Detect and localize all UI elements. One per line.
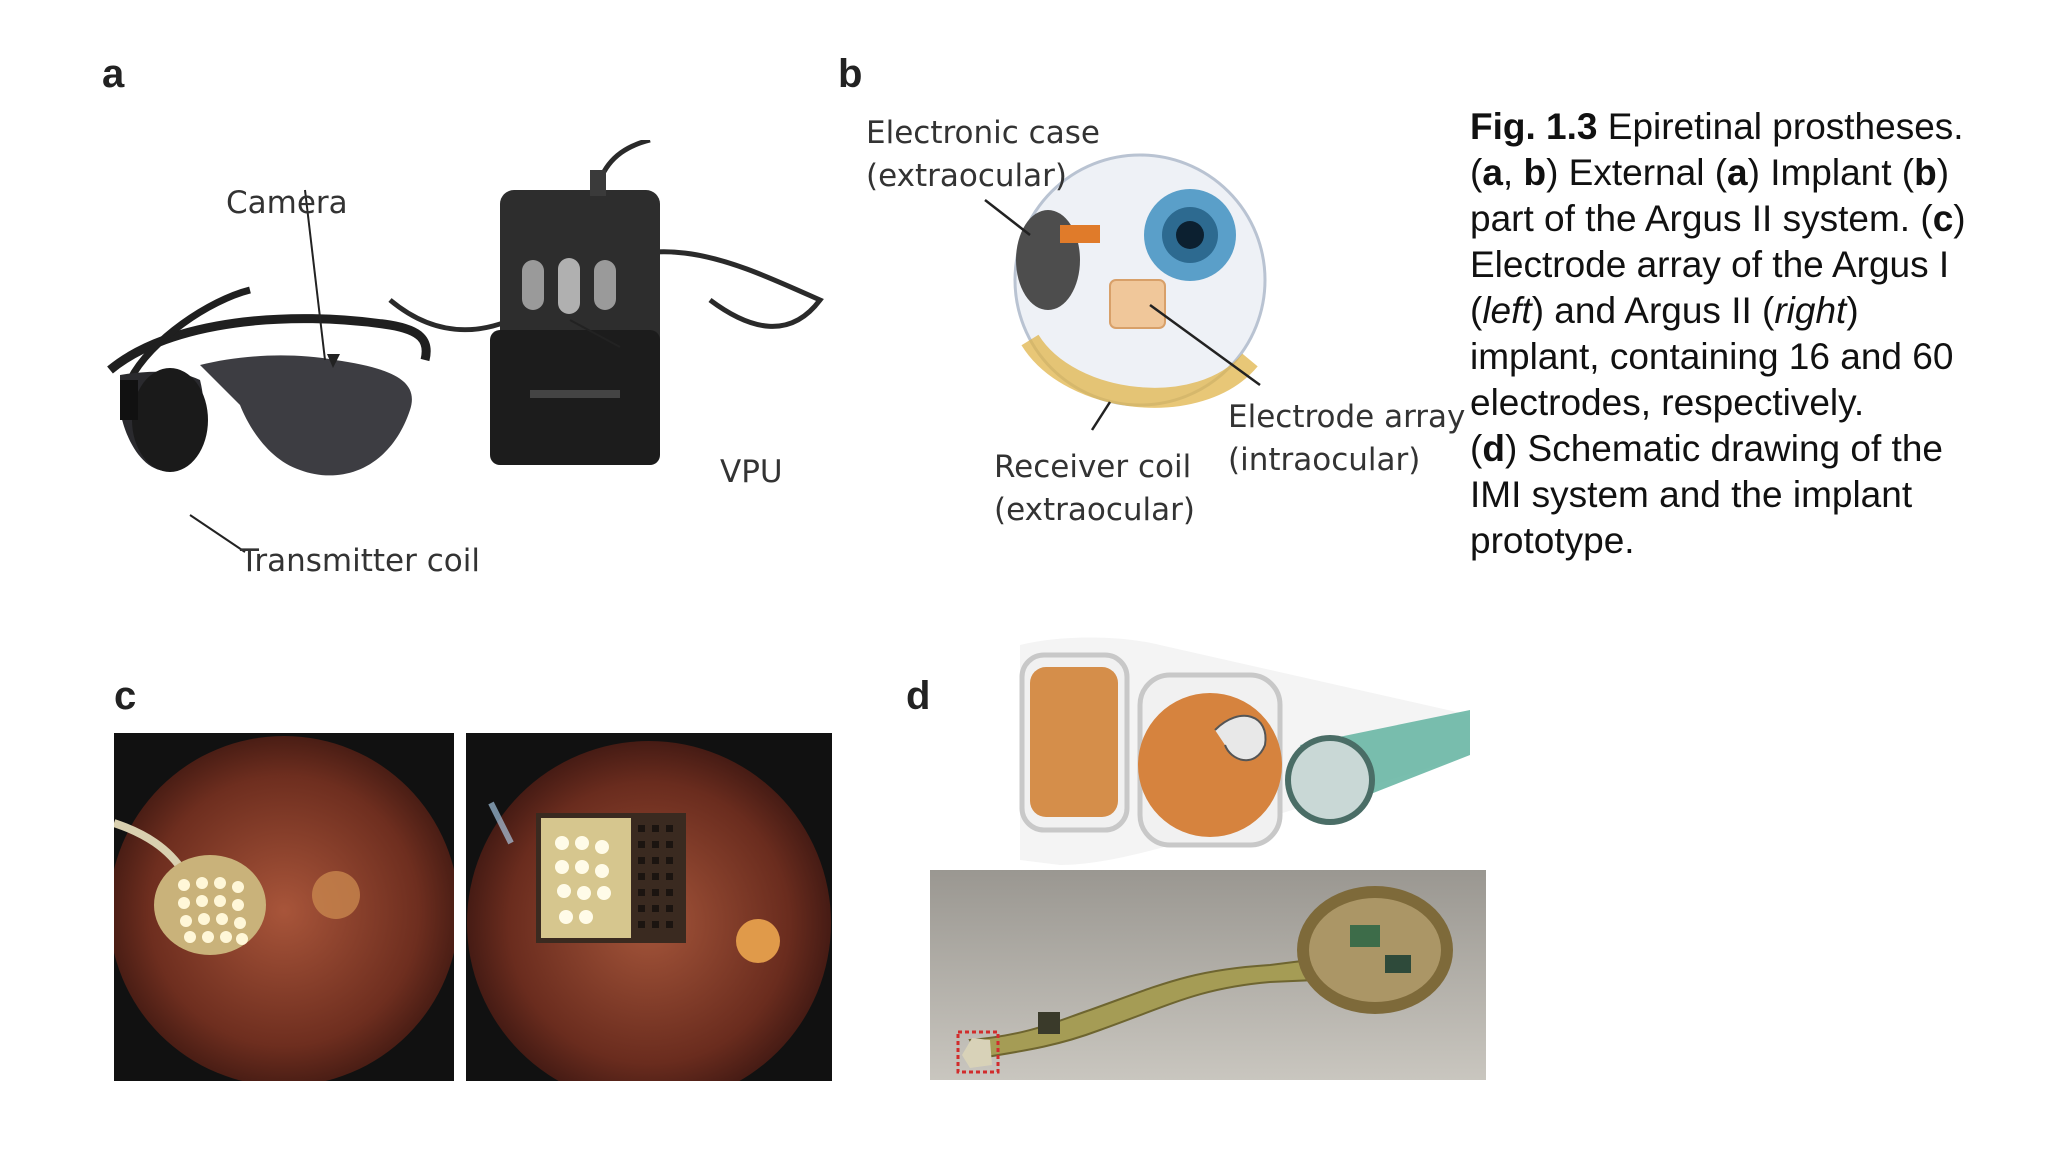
electronic-case-label: Electronic case (extraocular) xyxy=(866,115,1100,195)
caption-ref-c: c xyxy=(1932,198,1954,239)
argus-external-device-photo xyxy=(107,140,824,553)
transmitter-coil-label: Transmitter coil xyxy=(240,543,480,579)
imi-implant-prototype-photo xyxy=(930,870,1486,1080)
retinal-implant-illustration xyxy=(984,153,1267,431)
caption-text: , xyxy=(1502,152,1524,193)
caption-ref-a: a xyxy=(1482,152,1503,193)
camera-glasses xyxy=(107,286,431,476)
caption-ref-b: b xyxy=(1914,152,1937,193)
caption-text: ) implant, containing 16 and 60 electrod… xyxy=(1470,290,1954,423)
caption-text: ) External ( xyxy=(1546,152,1728,193)
figure-caption: Fig. 1.3 Epiretinal prostheses. (a, b) E… xyxy=(1470,106,1966,561)
panel-a-letter: a xyxy=(102,52,125,96)
camera-label: Camera xyxy=(226,185,348,221)
caption-right: right xyxy=(1774,290,1847,331)
caption-text: ) Schematic drawing of the IMI system an… xyxy=(1470,428,1943,561)
argus-ii-fundus-photo xyxy=(466,733,832,1081)
receiver-coil-label: Receiver coil (extraocular) xyxy=(994,449,1195,529)
imi-system-schematic xyxy=(1019,637,1470,865)
vpu-label: VPU xyxy=(720,454,783,490)
caption-text: Epiretinal prostheses. ( xyxy=(1470,106,1964,193)
vpu-device xyxy=(490,170,660,465)
caption-text: ) part of the Argus II system. ( xyxy=(1470,152,1950,239)
caption-ref-d: d xyxy=(1482,428,1505,469)
caption-text: ) and Argus II ( xyxy=(1531,290,1775,331)
electronic-case xyxy=(1016,210,1100,310)
caption-left: left xyxy=(1482,290,1532,331)
argus-i-fundus-photo xyxy=(114,733,454,1081)
caption-text: ) Implant ( xyxy=(1747,152,1915,193)
electrode-array-label: Electrode array (intraocular) xyxy=(1228,399,1466,479)
panel-c-letter: c xyxy=(114,674,137,718)
panel-d-letter: d xyxy=(906,674,931,718)
caption-text: ) Electrode array of the Argus I ( xyxy=(1470,198,1966,331)
figure-number: Fig. 1.3 xyxy=(1470,106,1598,147)
caption-ref-b: b xyxy=(1523,152,1547,193)
caption-ref-a: a xyxy=(1727,152,1748,193)
panel-b-letter: b xyxy=(838,52,863,96)
